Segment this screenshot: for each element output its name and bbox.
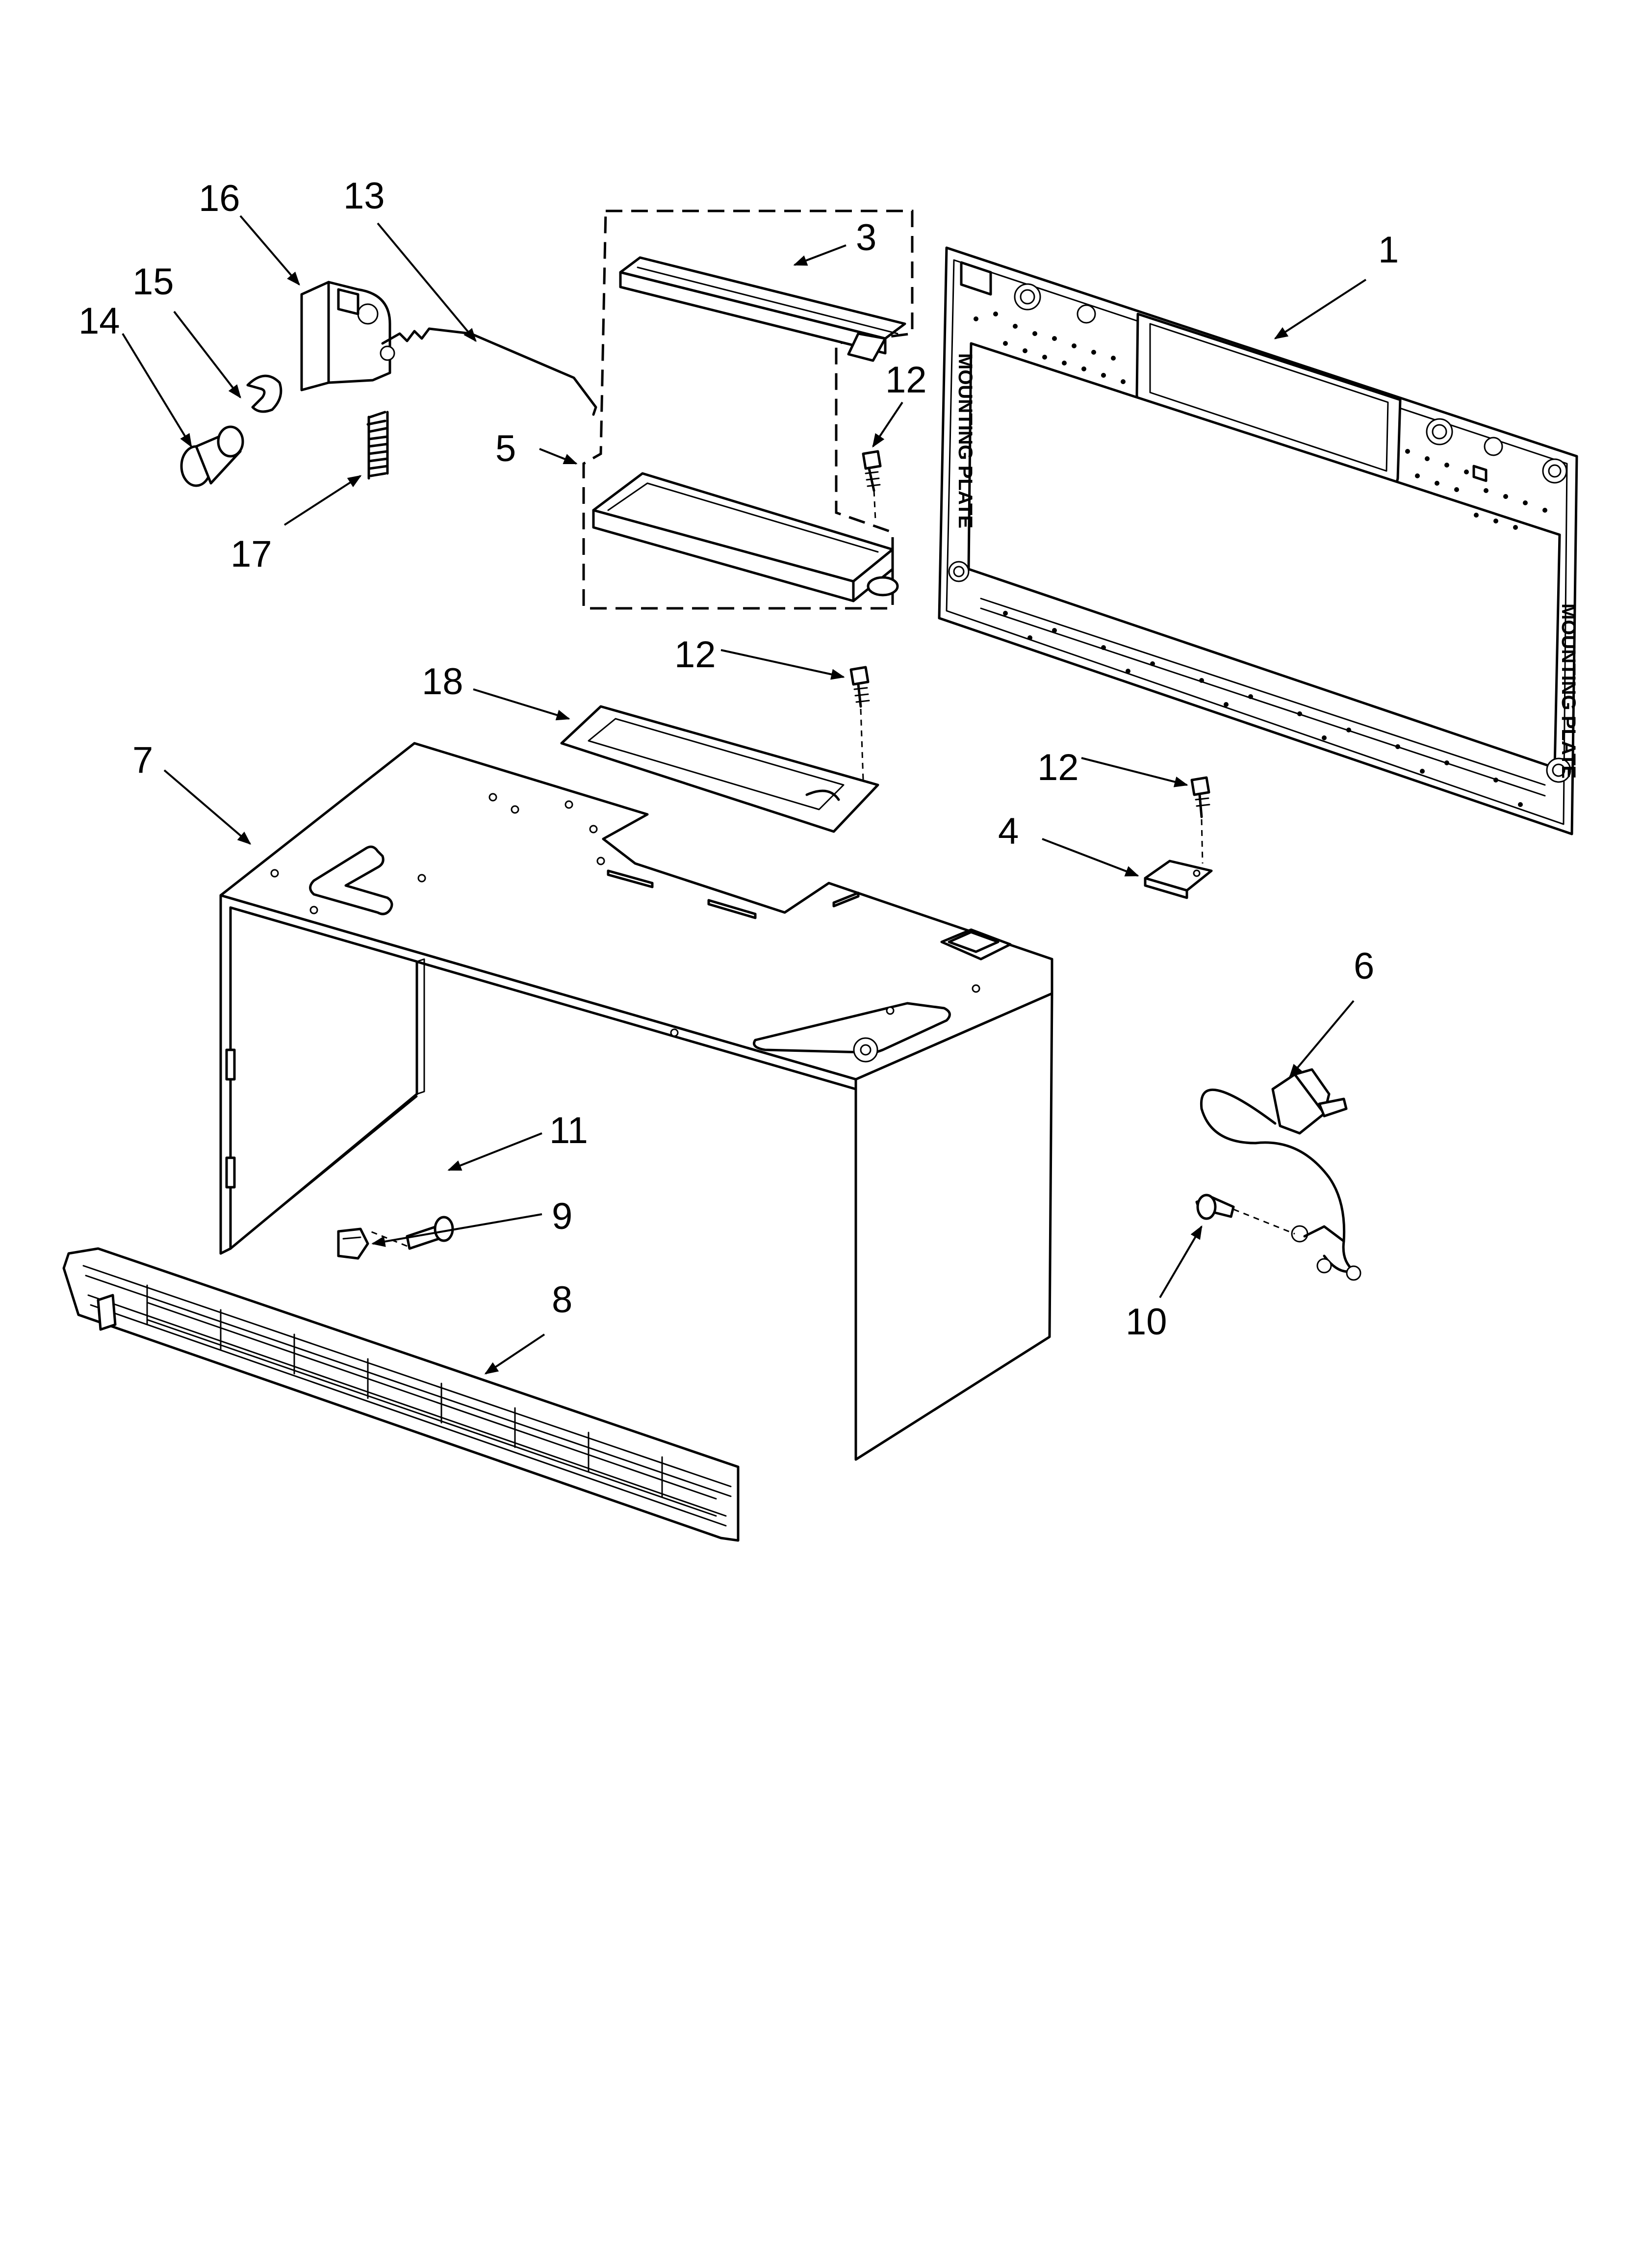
callout-17: 17 — [231, 533, 272, 575]
part-8-grille — [62, 1247, 740, 1542]
part-3-rail — [619, 256, 906, 362]
callout-13: 13 — [343, 175, 385, 217]
part-7-cabinet — [219, 742, 1053, 1461]
part-16-bracket — [300, 281, 395, 391]
plate-label-right: MOUNTING PLATE — [1558, 603, 1579, 779]
part-13-wire — [381, 327, 597, 416]
callout-1: 1 — [1378, 229, 1399, 271]
part-10-screw — [1195, 1194, 1295, 1235]
part-17-spring — [366, 411, 389, 480]
callout-7: 7 — [132, 739, 153, 781]
part-18-gasket — [560, 705, 879, 833]
callout-6: 6 — [1354, 945, 1374, 987]
part-14-button — [180, 425, 244, 487]
part-11-screw — [370, 1216, 454, 1250]
callout-labels: 1 3 4 5 6 7 8 9 10 11 12 12 12 13 14 15 … — [78, 175, 1399, 1343]
callout-5: 5 — [495, 428, 516, 469]
callout-12-middle: 12 — [674, 634, 716, 676]
screw-12-top — [862, 450, 882, 521]
part-5-tray — [592, 472, 899, 602]
callout-12-top: 12 — [885, 359, 927, 401]
callout-leaders — [122, 215, 1367, 1375]
callout-3: 3 — [856, 217, 876, 259]
callout-14: 14 — [78, 300, 120, 342]
part-mounting-plate: MOUNTING PLATE MOUNTING PLATE — [938, 246, 1579, 835]
part-4-bracket — [1144, 860, 1213, 899]
part-assembly-box-5 — [582, 209, 914, 610]
plate-label-left: MOUNTING PLATE — [954, 353, 976, 528]
screw-12-middle — [849, 666, 870, 781]
callout-18: 18 — [422, 661, 463, 703]
callout-12-right: 12 — [1037, 747, 1079, 788]
callout-16: 16 — [199, 178, 240, 219]
part-6-harness — [1200, 1068, 1361, 1281]
part-15-clip — [246, 374, 282, 413]
screw-12-right — [1190, 776, 1210, 864]
part-9-clip — [337, 1227, 369, 1260]
callout-4: 4 — [998, 810, 1019, 852]
callout-11: 11 — [549, 1110, 588, 1151]
callout-15: 15 — [132, 261, 174, 303]
callout-10: 10 — [1126, 1301, 1167, 1343]
callout-8: 8 — [552, 1279, 572, 1321]
callout-9: 9 — [552, 1196, 572, 1237]
